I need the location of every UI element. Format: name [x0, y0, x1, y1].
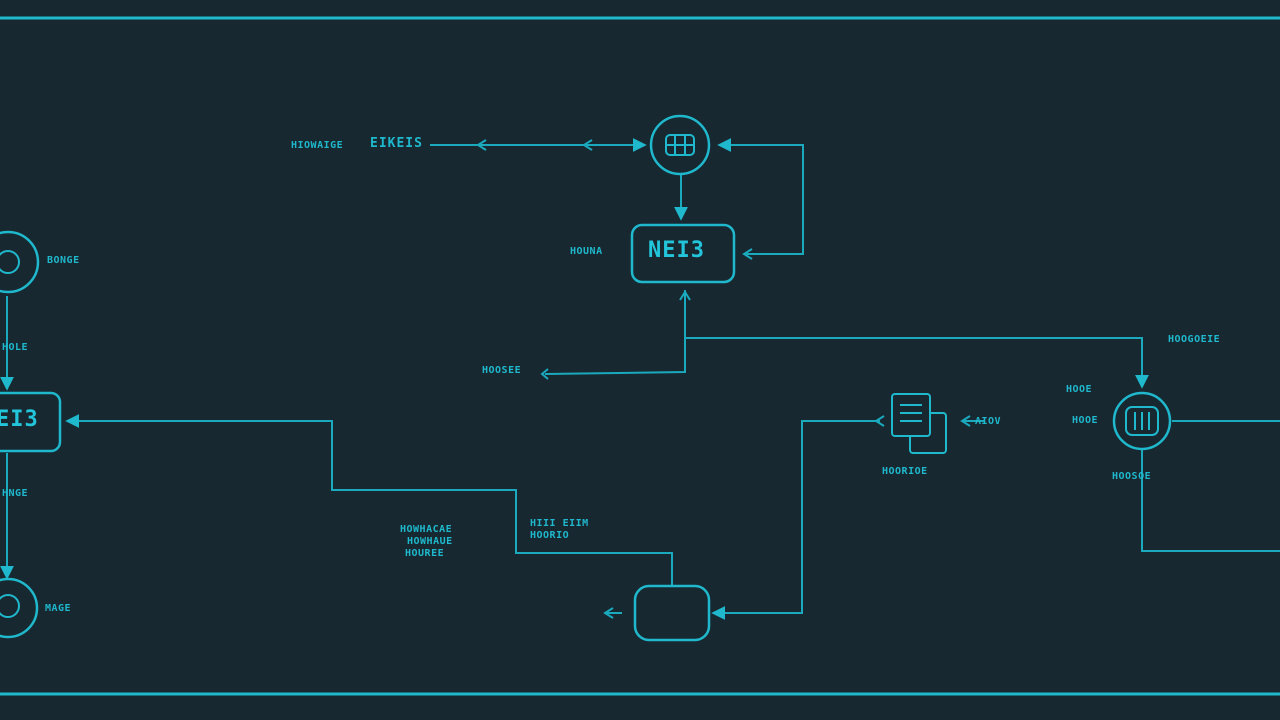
mini-arrow [582, 139, 593, 151]
edge-right-down [1141, 450, 1280, 552]
label-lower-left-2: HOWHAUE [407, 536, 453, 547]
mini-arrow [874, 415, 885, 427]
label-lower-left-3: HOUREE [405, 548, 445, 559]
mini-arrow [679, 290, 691, 301]
label-left-below-box: HNGE [2, 488, 29, 499]
chip-icon [0, 250, 20, 274]
label-mid-lower-1: HIII EIIM [530, 518, 589, 529]
left-box-label: EI3 [0, 407, 39, 432]
right-circle-node[interactable] [1112, 391, 1172, 451]
label-top-left-a: HIOWAIGE [291, 140, 344, 151]
label-right-left-2: HOOE [1072, 415, 1099, 426]
label-right-left-1: HOOE [1066, 384, 1093, 395]
label-doc-caption: HOORIOE [882, 466, 928, 477]
mini-arrow [742, 248, 753, 260]
label-left-circle-bottom: MAGE [45, 603, 72, 614]
grid-chip-icon [665, 134, 695, 156]
edge-bottom-to-left-box [65, 414, 673, 585]
mini-arrow [476, 139, 487, 151]
left-bottom-circle-node[interactable] [0, 577, 39, 639]
label-left-circle-top: BONGE [47, 255, 80, 266]
edge-center-down [544, 290, 686, 375]
label-top-left-b: EIKEIS [370, 136, 423, 151]
edge-doc-to-bottom [711, 420, 880, 620]
top-circle-node[interactable] [649, 114, 711, 176]
label-center-left: HOUNA [570, 246, 603, 257]
edge-loop-right [717, 138, 804, 255]
label-mid-lower-2: HOORIO [530, 530, 570, 541]
label-lower-left-1: HOWHACAE [400, 524, 453, 535]
center-box-node[interactable] [630, 223, 736, 284]
chip-icon [1125, 406, 1159, 436]
label-doc-arrow: AIOV [975, 416, 1002, 427]
left-top-circle-node[interactable] [0, 230, 40, 294]
left-box-node[interactable] [0, 391, 62, 453]
center-box-label: NEI3 [648, 238, 705, 263]
edge-to-right-node [685, 337, 1149, 389]
label-right-caption: HOOSOE [1112, 471, 1152, 482]
bottom-box-node[interactable] [633, 584, 711, 642]
chip-icon [0, 594, 20, 618]
label-middle-caption: HOOSEE [482, 365, 522, 376]
label-left-arrow: HOLE [2, 342, 29, 353]
document-stack-icon[interactable] [891, 393, 947, 454]
label-right-top: HOOGOEIE [1168, 334, 1221, 345]
mini-arrow [540, 368, 549, 380]
